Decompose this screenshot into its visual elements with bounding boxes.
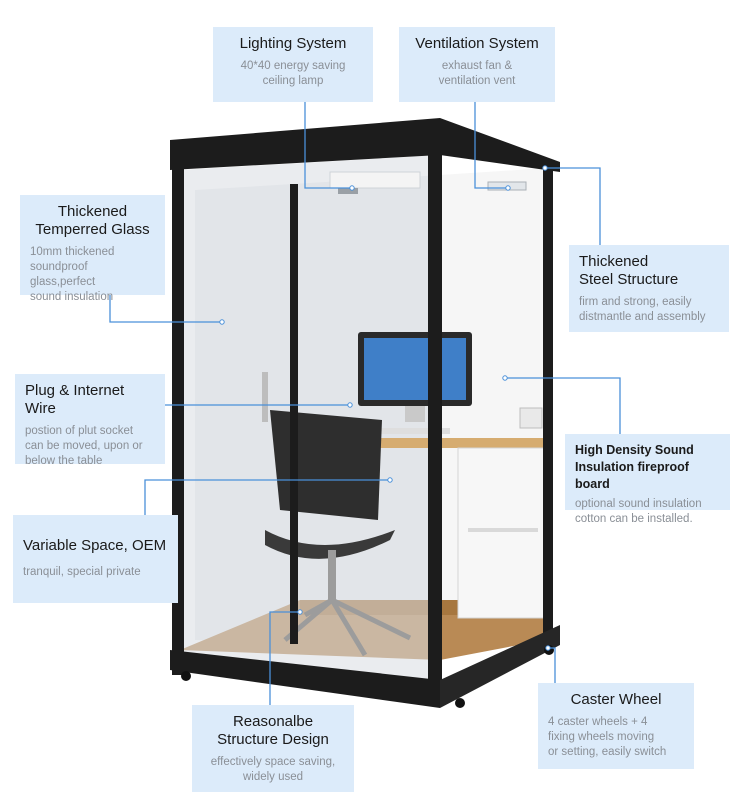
leader-dot: [542, 165, 548, 171]
leader-dot: [505, 185, 511, 191]
frame-post-right: [543, 168, 553, 648]
callout-description: tranquil, special private: [23, 566, 141, 578]
callout-caster-wheel: Caster Wheel 4 caster wheels + 4 fixing …: [538, 683, 694, 769]
frame-post-front: [428, 152, 442, 702]
callout-title: Plug & Internet Wire: [25, 382, 125, 417]
callout-steel-structure: Thickened Steel Structure firm and stron…: [569, 245, 729, 332]
leader-dot: [219, 319, 225, 325]
callout-description: 4 caster wheels + 4 fixing wheels moving…: [548, 716, 667, 758]
top-canopy: [170, 118, 560, 172]
callout-description: exhaust fan & ventilation vent: [438, 60, 516, 87]
leader-lines: [109, 100, 621, 705]
leader-dot: [347, 402, 353, 408]
desk-top: [355, 438, 548, 448]
callout-tempered-glass: Thickened Temperred Glass 10mm thickened…: [20, 195, 165, 303]
caster-wheel: [181, 671, 191, 681]
callout-description: 10mm thickened soundproof glass,perfect …: [30, 246, 115, 303]
callout-ventilation-system: Ventilation System exhaust fan & ventila…: [399, 27, 555, 102]
callout-title: Thickened Steel Structure: [579, 253, 679, 288]
callout-title: Caster Wheel: [570, 691, 662, 708]
callout-structure-design: Reasonalbe Structure Design effectively …: [192, 705, 354, 792]
callout-title: Lighting System: [239, 35, 347, 52]
booth-base-side: [440, 625, 560, 708]
frame-post-door: [290, 184, 298, 644]
callout-description: optional sound insulation cotton can be …: [575, 498, 702, 525]
office-chair: [270, 410, 382, 520]
callout-title: Variable Space, OEM: [23, 537, 167, 554]
callout-variable-space: Variable Space, OEM tranquil, special pr…: [13, 515, 178, 603]
leader-dot: [545, 645, 551, 651]
callout-title: Ventilation System: [415, 35, 539, 52]
door-handle: [262, 372, 268, 422]
callout-title: Thickened Temperred Glass: [35, 203, 150, 238]
booth-base-front: [170, 650, 440, 708]
leader-dot: [387, 477, 393, 483]
ceiling-lamp: [329, 171, 421, 189]
callout-plug-internet-wire: Plug & Internet Wire postion of plut soc…: [15, 374, 165, 467]
callout-description: postion of plut socket can be moved, upo…: [25, 425, 143, 467]
leader-dot: [297, 609, 303, 615]
callout-sound-insulation: High Density Sound Insulation fireproof …: [565, 434, 730, 525]
keyboard: [378, 428, 450, 434]
leader-dot: [349, 185, 355, 191]
callout-description: effectively space saving, widely used: [210, 756, 336, 783]
callout-description: firm and strong, easily distmantle and a…: [579, 296, 706, 323]
leader-dot: [502, 375, 508, 381]
callout-lighting-system: Lighting System 40*40 energy saving ceil…: [213, 27, 373, 102]
callout-title: High Density Sound Insulation fireproof …: [575, 443, 694, 491]
desk-cabinet: [457, 447, 547, 619]
power-socket: [519, 407, 543, 429]
caster-wheel: [455, 698, 465, 708]
callout-description: 40*40 energy saving ceiling lamp: [240, 60, 346, 87]
callout-title: Reasonalbe Structure Design: [217, 713, 329, 748]
